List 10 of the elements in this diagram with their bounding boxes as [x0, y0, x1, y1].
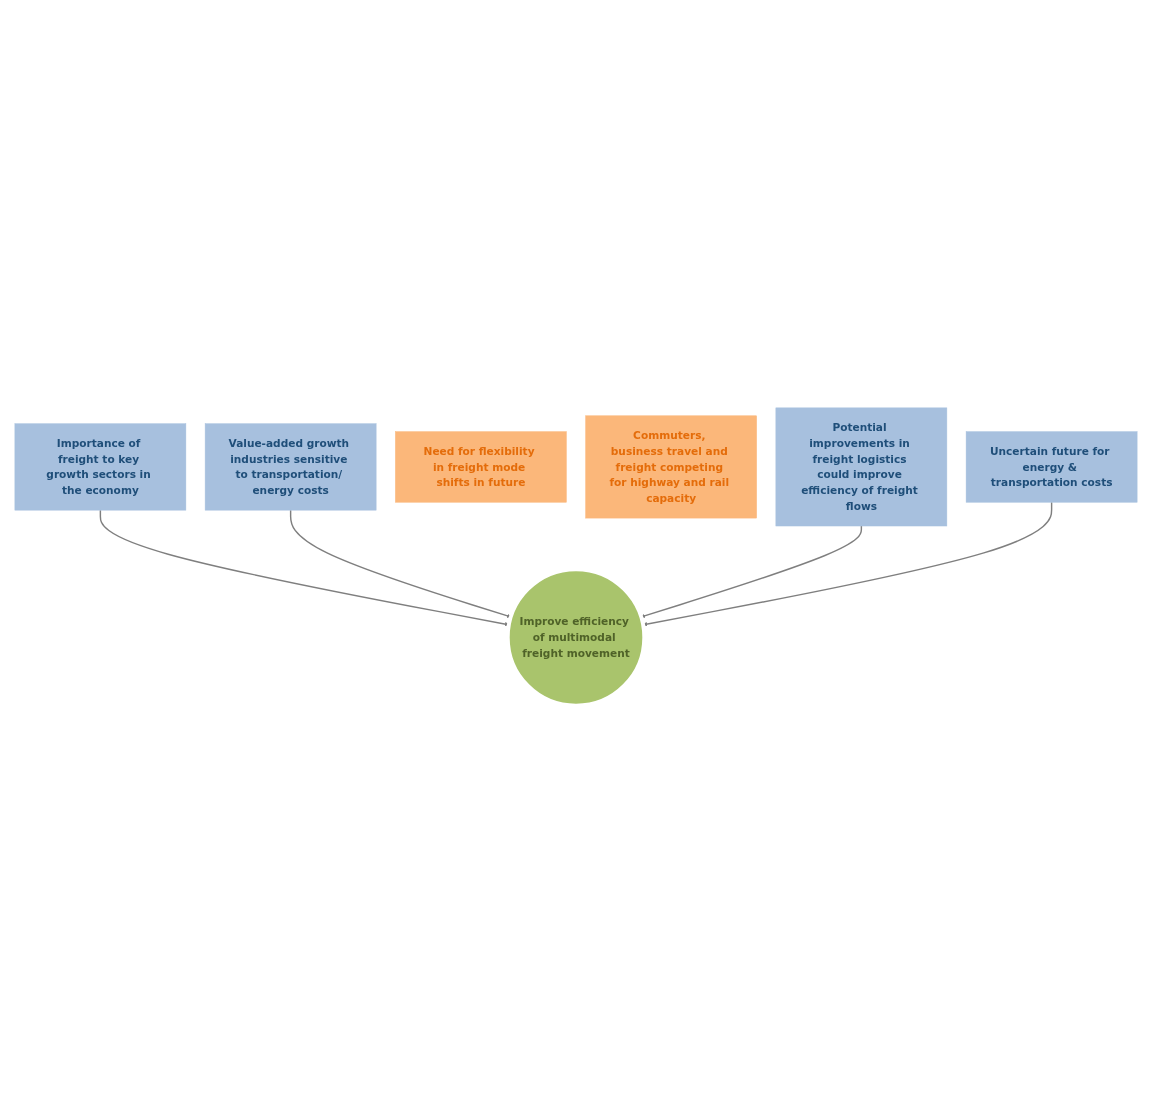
node-box: Potential improvements in freight logistics could improve efficiency of freight flows — [775, 407, 948, 527]
arrow — [99, 509, 510, 627]
node-box: Need for flexibility in freight mode shifts in future — [395, 431, 567, 503]
node-box: Value-added growth industries sensitive to transportation/ energy costs — [204, 423, 377, 511]
node-box: Uncertain future for energy & transportation costs — [965, 431, 1138, 503]
arrow — [289, 509, 512, 619]
arrow — [642, 501, 1053, 627]
node-box: Importance of freight to key growth sectors in the economy — [14, 423, 187, 511]
node-box: Commuters, business travel and freight competing for highway and rail capacity — [585, 415, 757, 519]
arrow — [640, 525, 863, 619]
